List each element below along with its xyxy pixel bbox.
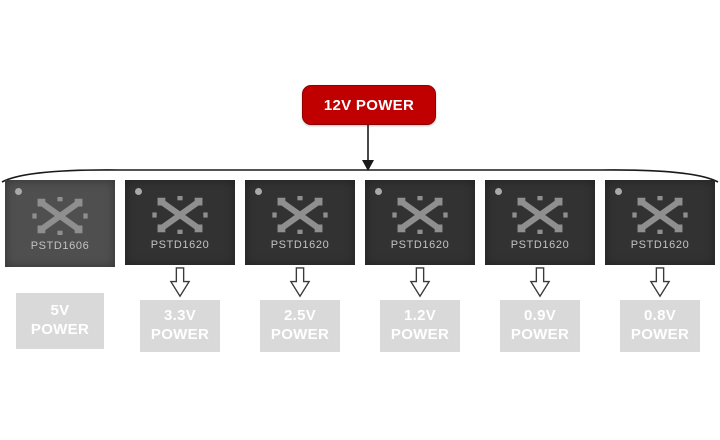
chip-row: PSTD1606 5V POWER (0, 180, 720, 352)
rail-word: POWER (270, 326, 330, 343)
down-arrow-icon (409, 265, 431, 300)
rail-voltage: 3.3V (163, 307, 197, 325)
rail-word: POWER (30, 321, 90, 338)
pin1-dot-icon (15, 188, 22, 195)
chip-package: PSTD1606 (5, 180, 115, 267)
rail-voltage: 1.2V (403, 307, 437, 325)
chip-logo-icon (632, 196, 688, 234)
power-rail-column: PSTD1620 3.3V POWER (125, 180, 235, 352)
chip-part-number: PSTD1620 (150, 239, 210, 251)
down-arrow-icon (289, 265, 311, 300)
rail-voltage: 5V (50, 302, 70, 320)
power-rail-column: PSTD1620 2.5V POWER (245, 180, 355, 352)
chip-logo-icon (152, 196, 208, 234)
chip-package: PSTD1620 (605, 180, 715, 265)
pin1-dot-icon (135, 188, 142, 195)
output-rail-label: 0.9V POWER (500, 300, 580, 352)
arrowhead-icon (362, 160, 374, 171)
down-arrow-icon (649, 265, 671, 300)
rail-word: POWER (630, 326, 690, 343)
rail-word: POWER (510, 326, 570, 343)
rail-voltage: 0.9V (523, 307, 557, 325)
source-node-12v: 12V POWER (302, 85, 436, 125)
rail-word: POWER (150, 326, 210, 343)
chip-logo-icon (512, 196, 568, 234)
power-rail-column: PSTD1620 0.8V POWER (605, 180, 715, 352)
output-rail-label: 1.2V POWER (380, 300, 460, 352)
output-rail-label: 0.8V POWER (620, 300, 700, 352)
chip-logo-icon (32, 197, 88, 235)
rail-word: POWER (390, 326, 450, 343)
chip-part-number: PSTD1620 (270, 239, 330, 251)
chip-logo-icon (272, 196, 328, 234)
rail-voltage: 0.8V (643, 307, 677, 325)
rail-voltage: 2.5V (283, 307, 317, 325)
source-label: 12V POWER (323, 96, 415, 114)
pin1-dot-icon (375, 188, 382, 195)
power-rail-column: PSTD1620 1.2V POWER (365, 180, 475, 352)
chip-package: PSTD1620 (485, 180, 595, 265)
chip-part-number: PSTD1620 (630, 239, 690, 251)
chip-part-number: PSTD1606 (30, 240, 90, 252)
power-rail-column: PSTD1620 0.9V POWER (485, 180, 595, 352)
output-rail-label: 5V POWER (16, 293, 104, 349)
chip-package: PSTD1620 (245, 180, 355, 265)
pin1-dot-icon (495, 188, 502, 195)
power-rail-column: PSTD1606 5V POWER (5, 180, 115, 352)
output-rail-label: 3.3V POWER (140, 300, 220, 352)
connector-lines (1, 123, 719, 183)
pin1-dot-icon (615, 188, 622, 195)
down-arrow-icon (169, 265, 191, 300)
chip-package: PSTD1620 (125, 180, 235, 265)
chip-part-number: PSTD1620 (390, 239, 450, 251)
chip-part-number: PSTD1620 (510, 239, 570, 251)
output-rail-label: 2.5V POWER (260, 300, 340, 352)
down-arrow-icon (529, 265, 551, 300)
chip-logo-icon (392, 196, 448, 234)
chip-package: PSTD1620 (365, 180, 475, 265)
pin1-dot-icon (255, 188, 262, 195)
